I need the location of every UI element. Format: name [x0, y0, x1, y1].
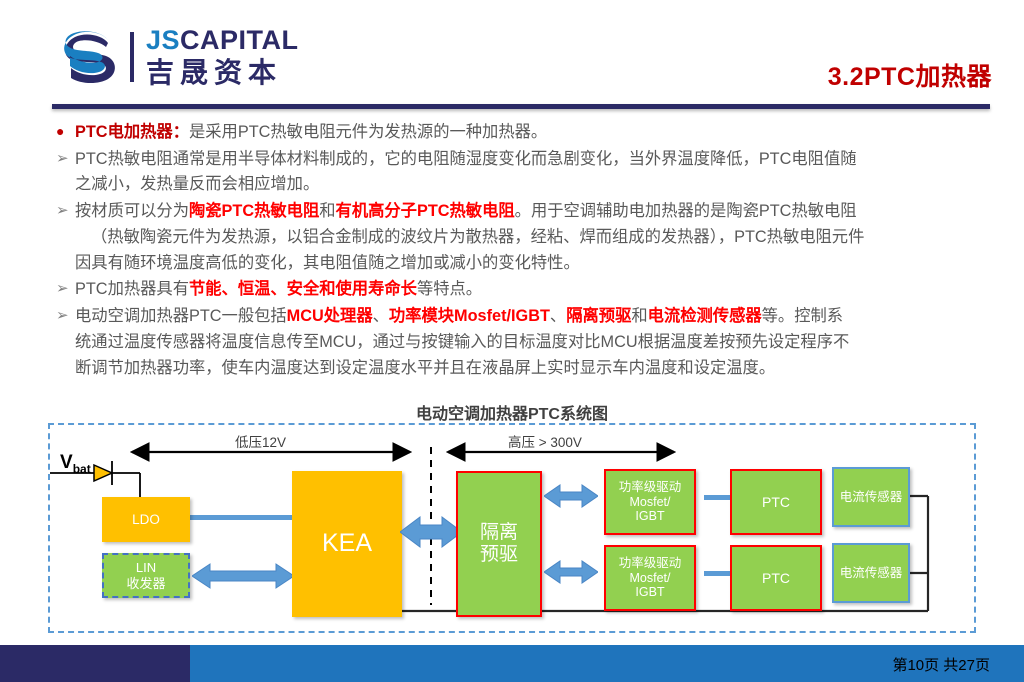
text-run: 电动空调加热器PTC一般包括 [75, 307, 287, 326]
text-run: 是采用PTC热敏电阻元件为发热源的一种加热器。 [188, 123, 548, 141]
paragraph-text: PTC电加热器：是采用PTC热敏电阻元件为发热源的一种加热器。 [75, 120, 1006, 146]
arrow-isolation-driver-1 [544, 484, 598, 508]
text-run: 和 [319, 202, 336, 221]
text-run: 统通过温度传感器将温度信息传至MCU，通过与按键输入的目标温度对比MCU根据温度… [75, 332, 850, 351]
arrow-lin-kea [192, 563, 294, 589]
text-run: 陶瓷PTC热敏电阻 [188, 202, 320, 221]
paragraph-line: 统通过温度传感器将温度信息传至MCU，通过与按键输入的目标温度对比MCU根据温度… [75, 330, 1006, 356]
text-run: PTC加热器具有 [75, 280, 189, 299]
text-run: 断调节加热器功率，使车内温度达到设定温度水平并且在液晶屏上实时显示车内温度和设定… [75, 358, 776, 377]
text-run: 等。控制系 [761, 307, 844, 326]
text-run: 按材质可以分为 [75, 202, 189, 221]
paragraph-line: PTC加热器具有节能、恒温、安全和使用寿命长等特点。 [75, 277, 1006, 303]
isolation-label-line1: 隔离 [479, 521, 518, 543]
content-paragraph: ➢ 按材质可以分为陶瓷PTC热敏电阻和有机高分子PTC热敏电阻。用于空调辅助电加热… [56, 199, 1006, 276]
text-run: PTC热敏电阻通常是用半导体材料制成的，它的电阻随湿度变化而急剧变化，当外界温度… [75, 149, 857, 168]
paragraph-line: PTC电加热器：是采用PTC热敏电阻元件为发热源的一种加热器。 [75, 120, 1006, 146]
block-power-driver-1[interactable]: 功率级驱动 Mosfet/ IGBT [604, 469, 696, 535]
logo-chinese-name: 吉晟资本 [146, 57, 283, 88]
driver2-label-line1: 功率级驱动 [618, 555, 682, 570]
paragraph-text: PTC加热器具有节能、恒温、安全和使用寿命长等特点。 [75, 277, 1006, 303]
text-run: 电流检测传感器 [647, 307, 762, 326]
paragraph-line: 按材质可以分为陶瓷PTC热敏电阻和有机高分子PTC热敏电阻。用于空调辅助电加热器… [75, 199, 1006, 225]
lin-label-line2: 收发器 [126, 575, 166, 591]
logo-english-name: JSCAPITAL [146, 27, 299, 54]
logo-text: JSCAPITAL 吉晟资本 [146, 27, 299, 87]
low-voltage-span-label: 低压12V [235, 435, 287, 450]
block-kea-mcu[interactable]: KEA [292, 471, 402, 617]
driver2-label-line3: IGBT [635, 585, 665, 600]
text-run: 隔离预驱 [566, 307, 632, 326]
text-run: MCU处理器 [286, 307, 373, 326]
vbat-v: V [60, 452, 73, 473]
text-run: 节能、恒温、安全和使用寿命长 [188, 280, 417, 299]
text-run: 等特点。 [416, 280, 483, 299]
bullet-arrow-icon: ➢ [56, 149, 69, 167]
text-run: 、 [549, 307, 567, 326]
bullet-arrow-icon: ➢ [56, 280, 69, 298]
logo-s-mark-icon [58, 26, 120, 88]
text-run: 和 [631, 307, 648, 326]
block-lin-transceiver[interactable]: LIN 收发器 [102, 553, 190, 598]
page-number: 第10页 共27页 [892, 657, 990, 674]
paragraph-line: （热敏陶瓷元件为发热源，以铝合金制成的波纹片为散热器，经粘、焊而组成的发热器），… [75, 225, 1006, 251]
header-divider [52, 104, 990, 109]
logo-capital-text: CAPITAL [180, 25, 299, 55]
text-run: 。用于空调辅助电加热器的是陶瓷PTC热敏电阻 [514, 202, 857, 221]
block-ptc-2[interactable]: PTC [730, 545, 822, 611]
driver1-label-line3: IGBT [635, 509, 665, 524]
paragraph-line: 之减小，发热量反而会相应增加。 [75, 172, 1006, 198]
driver1-label-line1: 功率级驱动 [618, 479, 682, 494]
slide-footer: 第10页 共27页 [0, 645, 1024, 682]
paragraph-text: PTC热敏电阻通常是用半导体材料制成的，它的电阻随湿度变化而急剧变化，当外界温度… [75, 147, 1006, 198]
text-run: 有机高分子PTC热敏电阻 [335, 202, 515, 221]
company-logo: JSCAPITAL 吉晟资本 [58, 26, 299, 88]
driver2-label-line2: Mosfet/ [629, 570, 671, 585]
text-run: PTC电加热器： [75, 123, 189, 141]
vbat-label: Vbat [60, 452, 91, 476]
vbat-subscript: bat [72, 461, 91, 476]
bullet-arrow-icon: ➢ [56, 202, 69, 220]
paragraph-line: PTC热敏电阻通常是用半导体材料制成的，它的电阻随湿度变化而急剧变化，当外界温度… [75, 147, 1006, 173]
paragraph-text: 按材质可以分为陶瓷PTC热敏电阻和有机高分子PTC热敏电阻。用于空调辅助电加热器… [75, 199, 1006, 276]
arrow-kea-isolation [400, 516, 462, 548]
paragraph-text: 电动空调加热器PTC一般包括MCU处理器、功率模块Mosfet/IGBT、隔离预… [75, 304, 1006, 381]
diagram-title: 电动空调加热器PTC系统图 [415, 406, 608, 423]
paragraph-line: 因具有随环境温度高低的变化，其电阻值随之增加或减小的变化特性。 [75, 251, 1006, 277]
text-run: 因具有随环境温度高低的变化，其电阻值随之增加或减小的变化特性。 [75, 253, 580, 272]
block-ldo[interactable]: LDO [102, 497, 190, 542]
slide-header: JSCAPITAL 吉晟资本 3.2PTC加热器 [0, 0, 1024, 110]
text-run: 之减小，发热量反而会相应增加。 [75, 175, 320, 194]
block-current-sensor-1[interactable]: 电流传感器 [832, 467, 910, 527]
paragraph-line: 断调节加热器功率，使车内温度达到设定温度水平并且在液晶屏上实时显示车内温度和设定… [75, 356, 1006, 382]
logo-js-text: JS [146, 25, 181, 55]
content-paragraph: ➢ PTC热敏电阻通常是用半导体材料制成的，它的电阻随湿度变化而急剧变化，当外界温… [56, 147, 1006, 198]
logo-divider [130, 32, 134, 82]
paragraph-line: 电动空调加热器PTC一般包括MCU处理器、功率模块Mosfet/IGBT、隔离预… [75, 304, 1006, 330]
block-isolation-predriver[interactable]: 隔离 预驱 [456, 471, 542, 617]
content-body: ● PTC电加热器：是采用PTC热敏电阻元件为发热源的一种加热器。 ➢ PTC热敏电阻… [56, 120, 1006, 382]
content-paragraph: ➢ PTC加热器具有节能、恒温、安全和使用寿命长等特点。 [56, 277, 1006, 303]
text-run: 、 [372, 307, 389, 326]
arrow-isolation-driver-2 [544, 560, 598, 584]
high-voltage-span-label: 高压 > 300V [508, 435, 582, 450]
text-run: 功率模块Mosfet/IGBT [388, 307, 550, 326]
footer-navy-band [0, 645, 190, 682]
bullet-arrow-icon: ➢ [56, 307, 69, 325]
content-paragraph: ➢电动空调加热器PTC一般包括MCU处理器、功率模块Mosfet/IGBT、隔离… [56, 304, 1006, 381]
bullet-dot-icon: ● [56, 123, 65, 139]
block-ptc-1[interactable]: PTC [730, 469, 822, 535]
content-paragraph: ● PTC电加热器：是采用PTC热敏电阻元件为发热源的一种加热器。 [56, 120, 1006, 146]
driver1-label-line2: Mosfet/ [629, 494, 671, 509]
text-run: （热敏陶瓷元件为发热源，以铝合金制成的波纹片为散热器，经粘、焊而组成的发热器），… [91, 227, 865, 246]
lin-label-line1: LIN [135, 560, 157, 576]
page-title: 3.2PTC加热器 [827, 63, 992, 91]
ptc-system-diagram: 低压12V 高压 > 300V Vbat LDO LIN 收发器 KEA 隔离 … [48, 423, 976, 633]
block-power-driver-2[interactable]: 功率级驱动 Mosfet/ IGBT [604, 545, 696, 611]
isolation-label-line2: 预驱 [479, 544, 518, 565]
block-current-sensor-2[interactable]: 电流传感器 [832, 543, 910, 603]
